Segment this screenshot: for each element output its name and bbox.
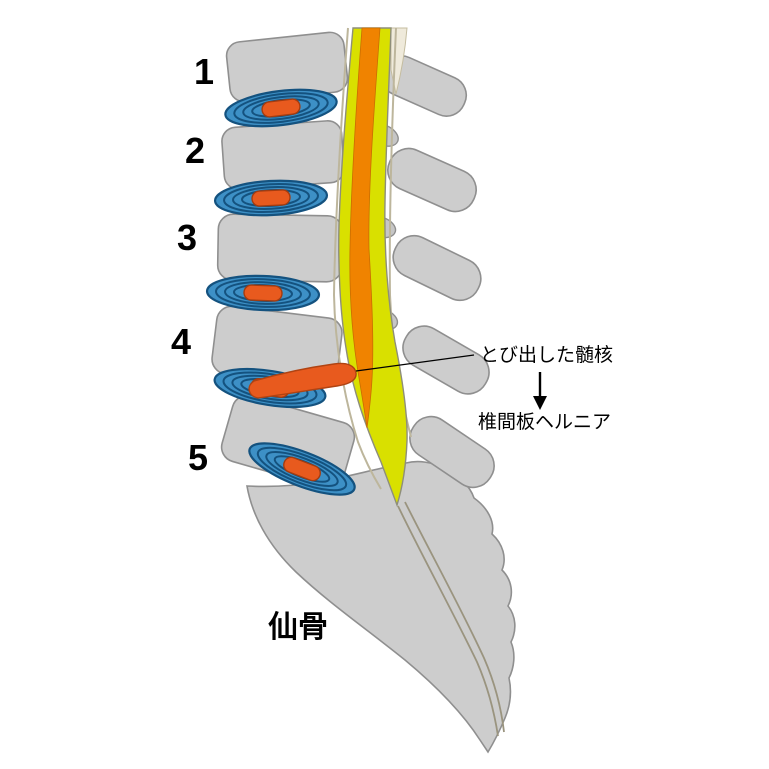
vertebra-number-1: 1 xyxy=(194,51,214,92)
vertebra-body-3 xyxy=(216,213,344,283)
spinous-process-3 xyxy=(392,234,482,302)
herniated-nucleus xyxy=(248,362,357,399)
vertebra-number-2: 2 xyxy=(185,130,205,171)
sacrum-label: 仙骨 xyxy=(268,611,328,644)
spinous-process-5 xyxy=(409,415,495,489)
spinous-process-4 xyxy=(402,325,490,395)
sacrum-bone xyxy=(246,460,516,754)
vertebral-bodies xyxy=(211,31,356,490)
vertebra-number-3: 3 xyxy=(177,217,197,258)
annotation-line xyxy=(355,354,475,372)
sacral-canal-line-1 xyxy=(397,505,499,737)
spinal-cord xyxy=(349,27,381,429)
vertebra-number-5: 5 xyxy=(188,437,208,478)
spinous-process-2 xyxy=(387,147,477,213)
vertebra-body-2 xyxy=(221,120,345,190)
vertebra-numbers: 1 2 3 4 5 xyxy=(171,51,214,478)
protruded-nucleus-label: とび出した髄核 xyxy=(480,344,613,366)
down-arrow xyxy=(533,372,547,410)
anterior-canal-line xyxy=(332,27,382,490)
hernia-label: 椎間板ヘルニア xyxy=(478,411,611,433)
sacral-canal-line-2 xyxy=(404,501,505,733)
vertebra-number-4: 4 xyxy=(171,321,191,362)
